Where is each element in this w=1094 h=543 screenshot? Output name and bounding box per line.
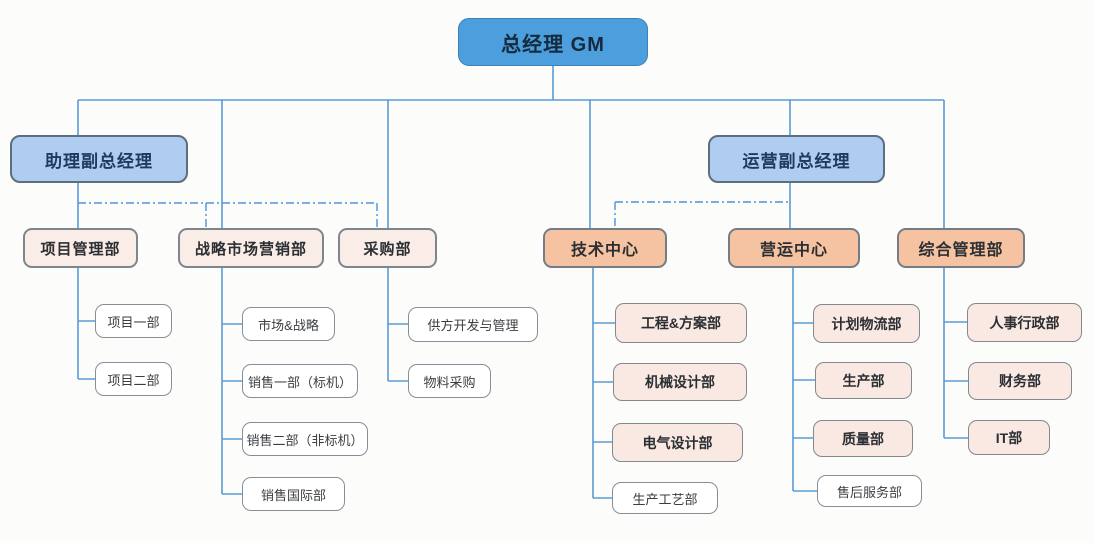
node-general-administration-dept: 综合管理部 xyxy=(897,228,1025,268)
node-supplier-development-management: 供方开发与管理 xyxy=(408,307,538,342)
node-planning-logistics-dept: 计划物流部 xyxy=(813,304,920,343)
node-technology-center: 技术中心 xyxy=(543,228,667,268)
node-general-manager: 总经理 GM xyxy=(458,18,648,66)
node-material-purchasing: 物料采购 xyxy=(408,364,491,398)
node-sales-dept-1-standard: 销售一部（标机） xyxy=(242,364,358,398)
node-quality-dept: 质量部 xyxy=(813,420,913,457)
node-hr-admin-dept: 人事行政部 xyxy=(967,303,1082,342)
node-electrical-design-dept: 电气设计部 xyxy=(612,423,743,462)
node-mechanical-design-dept: 机械设计部 xyxy=(613,363,747,401)
node-production-process-dept: 生产工艺部 xyxy=(612,482,718,514)
dashed-reporting-lines xyxy=(78,201,790,228)
node-purchasing-dept: 采购部 xyxy=(338,228,437,268)
node-market-strategy: 市场&战略 xyxy=(242,307,335,341)
node-engineering-solutions-dept: 工程&方案部 xyxy=(615,303,747,343)
node-finance-dept: 财务部 xyxy=(968,362,1072,400)
node-assistant-deputy-gm: 助理副总经理 xyxy=(10,135,188,183)
solid-connector-lines xyxy=(77,66,972,499)
node-strategic-marketing-dept: 战略市场营销部 xyxy=(178,228,324,268)
node-international-sales-dept: 销售国际部 xyxy=(242,477,345,511)
node-project-dept-2: 项目二部 xyxy=(95,362,172,396)
node-it-dept: IT部 xyxy=(968,420,1050,455)
node-after-sales-service-dept: 售后服务部 xyxy=(817,475,922,507)
node-project-management-dept: 项目管理部 xyxy=(23,228,138,268)
node-operations-deputy-gm: 运营副总经理 xyxy=(708,135,885,183)
node-sales-dept-2-nonstandard: 销售二部（非标机） xyxy=(242,422,368,456)
node-production-dept: 生产部 xyxy=(815,362,912,399)
node-project-dept-1: 项目一部 xyxy=(95,304,172,338)
node-operations-center: 营运中心 xyxy=(728,228,860,268)
